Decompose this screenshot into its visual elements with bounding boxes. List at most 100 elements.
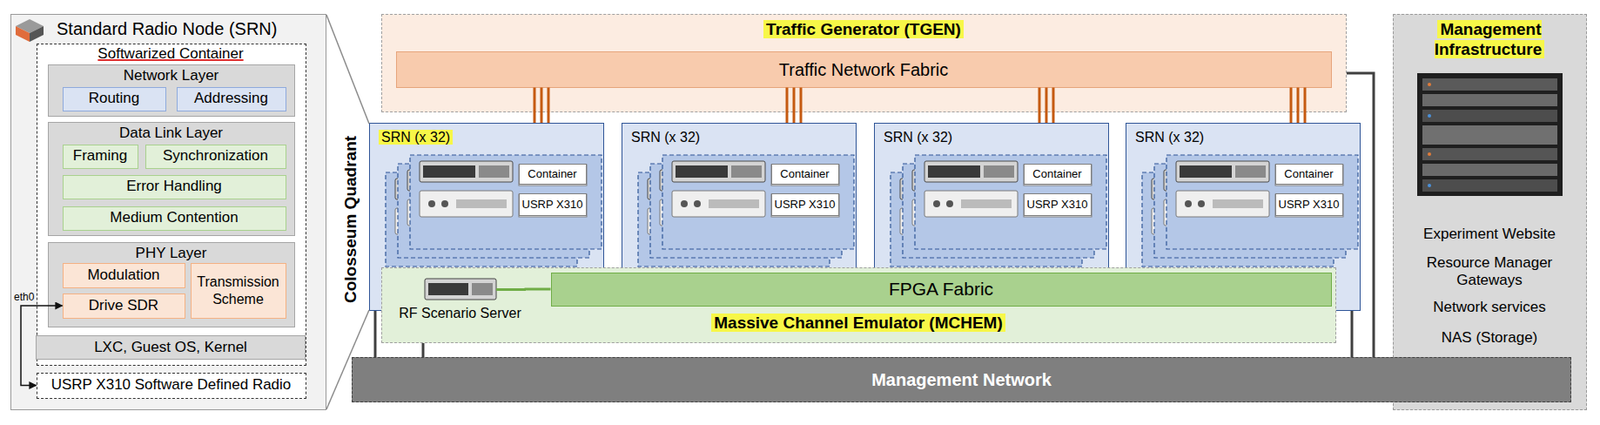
text-block: FPGA Fabric xyxy=(551,273,1332,306)
connector xyxy=(1052,87,1056,124)
connector xyxy=(1045,87,1049,124)
node-text: SRN (x 32) xyxy=(378,129,453,145)
text-block: Framing xyxy=(63,145,138,169)
function-box: Transmission Scheme xyxy=(190,262,287,319)
edge-label: eth0 xyxy=(12,288,42,304)
interface-label: eth0 xyxy=(12,290,36,303)
connector xyxy=(1346,73,1374,357)
os-box: LXC, Guest OS, Kernel xyxy=(35,335,306,360)
wire xyxy=(496,288,526,291)
node-text: USRP X310 xyxy=(1027,197,1089,212)
container-tag: Container xyxy=(1023,163,1092,185)
text-block: Network services xyxy=(1393,298,1586,316)
server-icon xyxy=(424,278,497,300)
radio-tag: USRP X310 xyxy=(1275,193,1344,216)
connector xyxy=(1290,87,1293,124)
tgen-frame: Traffic Generator (TGEN) Traffic Network … xyxy=(381,13,1347,113)
text-block: Data Link Layer xyxy=(48,124,294,142)
text-block: Network Layer xyxy=(48,67,294,85)
connector xyxy=(800,87,803,124)
node-text: LXC, Guest OS, Kernel xyxy=(94,338,248,357)
management-bar: Management Network xyxy=(351,356,1572,403)
text-block: Container xyxy=(1276,164,1343,184)
function-box: Framing xyxy=(62,144,139,169)
node-text: Drive SDR xyxy=(88,296,159,315)
node-text: Addressing xyxy=(194,89,269,108)
node-text: Standard Radio Node (SRN) xyxy=(56,19,277,39)
node-text: Framing xyxy=(73,147,128,165)
node-text: Container xyxy=(1032,167,1082,182)
node-text: PHY Layer xyxy=(135,244,208,262)
function-box: Addressing xyxy=(176,87,287,112)
node-text: RF Scenario Server xyxy=(398,305,522,321)
text-block: Routing xyxy=(63,87,166,111)
text-block: Container xyxy=(772,164,839,184)
radio-tag: USRP X310 xyxy=(771,193,840,216)
node-text: USRP X310 xyxy=(774,197,836,212)
container-tag: Container xyxy=(518,163,587,185)
connector xyxy=(540,87,544,124)
function-box: Error Handling xyxy=(62,174,287,200)
connector xyxy=(374,310,377,357)
text-block: Transmission Scheme xyxy=(191,263,286,318)
node-text: USRP X310 xyxy=(522,197,584,212)
text-block: USRP X310 Software Defined Radio xyxy=(37,373,306,398)
connector xyxy=(1304,87,1307,124)
node-text: Data Link Layer xyxy=(119,124,223,142)
function-box: Drive SDR xyxy=(62,293,186,319)
text-block: Experiment Website xyxy=(1393,225,1586,243)
rack-unit xyxy=(1422,125,1558,145)
node-text: Massive Channel Emulator (MCHEM) xyxy=(711,313,1006,332)
text-block: NAS (Storage) xyxy=(1393,329,1586,347)
text-block: USRP X310 xyxy=(1024,194,1091,216)
text-block: Error Handling xyxy=(63,175,286,199)
connector xyxy=(1351,310,1354,357)
function-box: Modulation xyxy=(62,262,186,289)
text-block: Massive Channel Emulator (MCHEM) xyxy=(382,313,1335,334)
text-block: RF Scenario Server xyxy=(396,304,525,322)
node-text: Container xyxy=(779,167,829,182)
connector xyxy=(547,87,551,124)
zoom-line xyxy=(326,309,370,410)
connector xyxy=(422,342,425,357)
text-block: LXC, Guest OS, Kernel xyxy=(36,336,305,359)
text-block: Softwarized Container xyxy=(37,45,305,63)
container-frame: Softwarized ContainerNetwork LayerRoutin… xyxy=(36,43,307,366)
connector xyxy=(793,87,796,124)
server-stack xyxy=(638,154,854,267)
connector xyxy=(524,288,552,291)
fabric-bar: Traffic Network Fabric xyxy=(396,51,1332,88)
node-text: Container xyxy=(1284,167,1333,182)
quadrant-label: Colosseum Quadrant xyxy=(341,135,360,303)
text-block: Container xyxy=(1024,164,1091,184)
text-block: Modulation xyxy=(63,263,185,288)
text-block: Medium Contention xyxy=(63,207,286,230)
text-block: SRN (x 32) xyxy=(1135,128,1266,146)
rack-unit xyxy=(1422,94,1558,107)
layer-box: Network LayerRouting Addressing xyxy=(47,64,296,117)
connector xyxy=(786,87,789,124)
connector xyxy=(533,87,537,124)
node-text: Synchronization xyxy=(162,147,269,165)
node-text: FPGA Fabric xyxy=(888,277,994,300)
server-panel xyxy=(471,282,493,296)
connector xyxy=(20,305,63,386)
layer-box: Data Link LayerFraming SynchronizationErr… xyxy=(47,121,296,236)
node-text: Management Infrastructure xyxy=(1434,20,1546,59)
node-text: Network services xyxy=(1432,298,1546,316)
text-block: Resource Manager Gateways xyxy=(1411,254,1568,290)
radio-tag: USRP X310 xyxy=(1023,193,1092,216)
radio-tag: USRP X310 xyxy=(518,193,587,216)
node-text: Transmission Scheme xyxy=(194,273,283,307)
node-text: Modulation xyxy=(87,266,160,284)
connector xyxy=(1297,87,1300,124)
node-icon xyxy=(29,26,44,42)
text-block: Addressing xyxy=(177,87,286,111)
rack-unit xyxy=(1422,78,1558,91)
rack-unit xyxy=(1422,147,1558,161)
node-text: Traffic Generator (TGEN) xyxy=(763,20,964,39)
node-text: SRN (x 32) xyxy=(631,129,700,145)
node-text: Softwarized Container xyxy=(97,45,243,62)
function-box: Routing xyxy=(62,87,167,112)
